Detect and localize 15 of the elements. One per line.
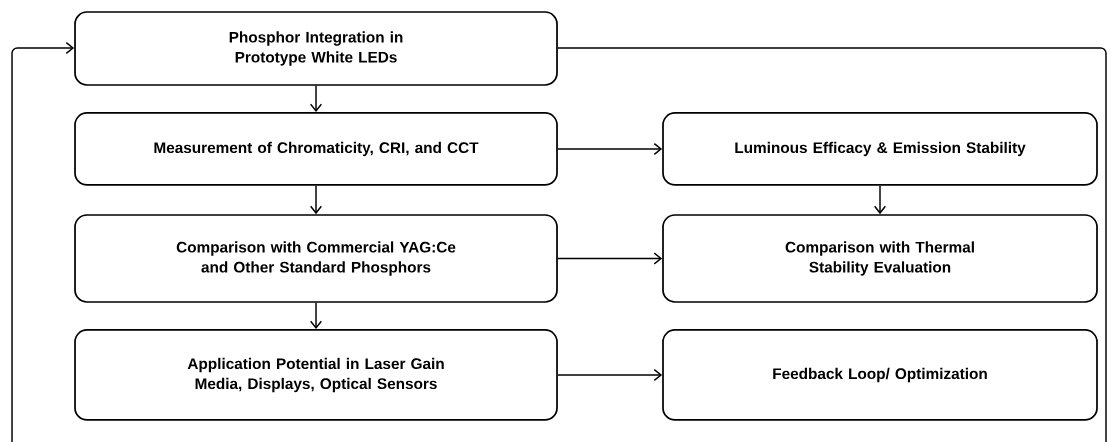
- arrow: [309, 85, 323, 113]
- process-box: Phosphor Integration in Prototype White LEDs: [74, 11, 558, 86]
- process-box: Luminous Efficacy & Emission Stability: [662, 112, 1098, 186]
- process-box: Comparison with Thermal Stability Evaluation: [662, 214, 1098, 303]
- arrow: [557, 252, 663, 265]
- arrow: [309, 185, 323, 215]
- process-box: Feedback Loop/ Optimization: [662, 329, 1098, 421]
- process-box: Comparison with Commercial YAG:Ce and Other Standard Phosphors: [74, 214, 558, 303]
- process-box: Application Potential in Laser Gain Media, Displays, Optical Sensors: [74, 329, 558, 421]
- process-box: Measurement of Chromaticity, CRI, and CCT: [74, 112, 558, 186]
- arrow: [557, 368, 663, 382]
- arrow: [11, 41, 75, 442]
- arrow: [557, 142, 663, 156]
- arrow: [873, 185, 887, 215]
- arrow: [309, 302, 323, 330]
